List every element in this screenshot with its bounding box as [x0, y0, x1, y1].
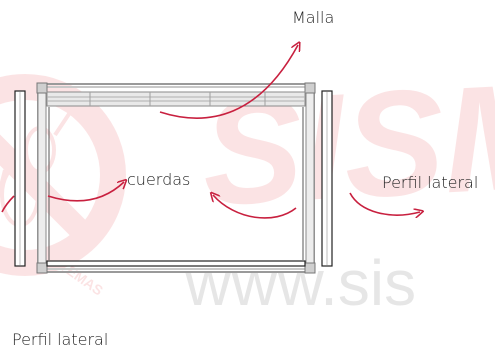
label-right-profile: Perfil lateral	[382, 173, 479, 192]
cords	[48, 107, 304, 260]
annotation-arrows	[1, 45, 420, 219]
watermark-url: www.sis	[184, 247, 416, 319]
watermark-big-text: SISM	[198, 50, 495, 237]
mesh-roll	[46, 91, 306, 107]
bottom-bar	[46, 260, 306, 267]
label-left-profile: Perfil lateral	[12, 330, 109, 349]
left-side-profile	[14, 90, 26, 267]
arrow-cord-right	[213, 195, 297, 219]
arrow-mesh	[159, 45, 298, 119]
arrow-left-profile	[1, 195, 15, 213]
label-mesh: Malla	[292, 8, 335, 27]
label-cords: cuerdas	[127, 170, 191, 189]
arrow-cord-left	[47, 182, 124, 202]
right-side-profile	[321, 90, 333, 267]
window-frame	[36, 82, 316, 274]
watermark-url-text: www.sis	[184, 247, 416, 319]
arrow-right-profile	[349, 192, 420, 215]
